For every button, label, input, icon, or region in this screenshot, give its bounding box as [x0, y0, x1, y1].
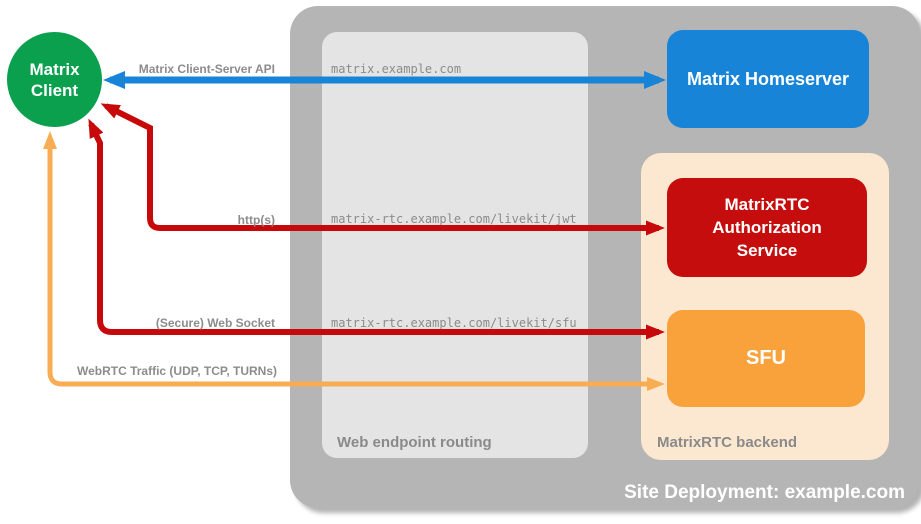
matrix-client-label: Matrix Client: [29, 59, 80, 100]
matrix-client-node: Matrix Client: [7, 32, 102, 127]
endpoint-livekit-sfu: matrix-rtc.example.com/livekit/sfu: [331, 316, 577, 330]
matrix-homeserver-node: Matrix Homeserver: [667, 30, 869, 128]
sfu-node: SFU: [667, 310, 865, 407]
endpoint-livekit-jwt: matrix-rtc.example.com/livekit/jwt: [331, 212, 577, 226]
web-endpoint-routing-panel: [322, 32, 588, 458]
web-endpoint-routing-caption: Web endpoint routing: [337, 434, 492, 451]
matrixrtc-authorization-service-label: MatrixRTC Authorization Service: [712, 195, 822, 260]
https-label: http(s): [237, 213, 275, 227]
secure-web-socket-label: (Secure) Web Socket: [155, 316, 275, 330]
endpoint-matrix-example-com: matrix.example.com: [331, 62, 462, 76]
matrixrtc-authorization-service-node: MatrixRTC Authorization Service: [667, 178, 867, 277]
matrix-homeserver-label: Matrix Homeserver: [686, 68, 850, 89]
client-server-api-label: Matrix Client-Server API: [138, 62, 275, 76]
matrixrtc-backend-caption: MatrixRTC backend: [657, 434, 798, 451]
webrtc-traffic-label: WebRTC Traffic (UDP, TCP, TURNs): [76, 364, 277, 378]
site-deployment-caption: Site Deployment: example.com: [624, 482, 905, 503]
sfu-label: SFU: [746, 347, 786, 369]
